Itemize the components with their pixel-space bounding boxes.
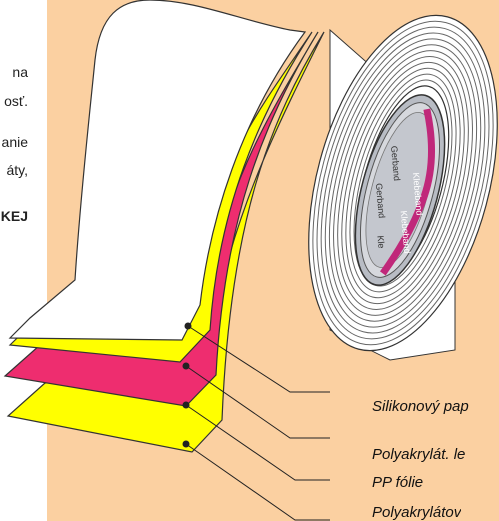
label-silicone-paper: Silikonový pap: [372, 398, 469, 415]
label-polyacrylate-adhesive: Polyakrylát. le: [372, 446, 465, 463]
label-pp-film: PP fólie: [372, 474, 423, 491]
leader-dot-3: [183, 402, 190, 409]
label-polyacrylate-2: Polyakrylátov: [372, 504, 461, 521]
leader-dot-1: [185, 323, 192, 330]
layer-silicone-paper: [10, 0, 305, 340]
leader-dot-4: [183, 441, 190, 448]
core-text-5: Kle: [375, 235, 386, 249]
leader-line-4: [186, 444, 330, 520]
leader-dot-2: [183, 363, 190, 370]
